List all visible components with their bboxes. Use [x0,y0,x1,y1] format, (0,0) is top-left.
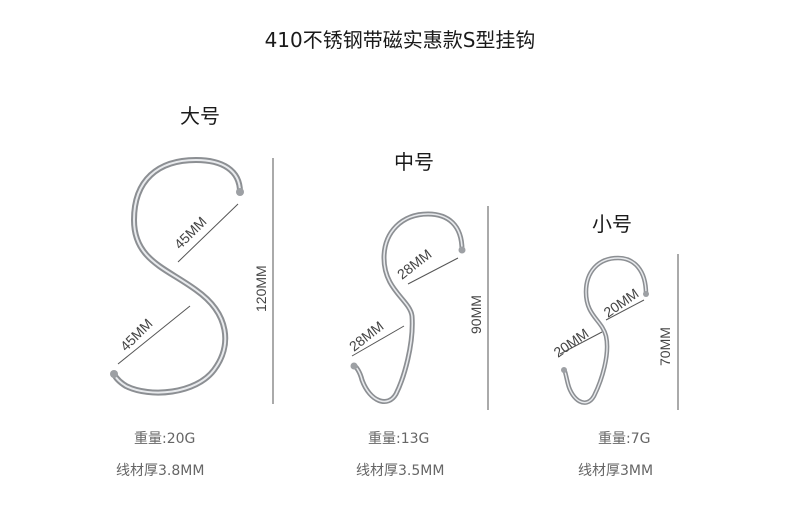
medium-wire: 线材厚3.5MM [356,463,445,479]
small-width-dim-line [605,299,645,321]
small-height-dim: 70MM [657,327,673,366]
medium-s-hook [350,211,466,404]
large-size-label: 大号 [180,104,220,128]
small-size-label: 小号 [592,212,632,236]
large-weight: 重量:20G [134,431,196,447]
small-hook-tip-bottom [561,367,567,373]
medium-width-dim-line-2 [351,325,405,357]
medium-hook-tip-top [458,246,466,254]
large-height-dim: 120MM [253,265,269,312]
large-width-dim-line [177,203,239,263]
large-hook-tip-top [236,188,244,196]
medium-hook-tip-bottom [350,362,358,370]
large-width-dim: 45MM [171,213,210,252]
small-width-dim: 20MM [601,285,642,320]
medium-size-label: 中号 [394,150,434,174]
large-wire: 线材厚3.8MM [116,463,205,479]
medium-height-dim: 90MM [468,295,484,334]
small-width-dim-line-2 [559,331,603,355]
large-width-dim-2: 45MM [117,315,156,354]
large-hook-tip-bottom [110,370,118,378]
medium-width-dim-line [407,257,459,285]
large-s-hook [110,156,244,396]
small-s-hook [561,255,649,405]
medium-weight: 重量:13G [368,431,430,447]
small-wire: 线材厚3MM [578,463,654,479]
medium-width-dim: 28MM [394,246,435,283]
small-width-dim-2: 20MM [551,325,592,360]
page-title: 410不锈钢带磁实惠款S型挂钩 [264,28,536,52]
small-weight: 重量:7G [598,431,651,447]
small-hook-tip-top [643,291,649,297]
large-width-dim-line-2 [117,305,191,365]
medium-width-dim-2: 28MM [346,318,387,355]
